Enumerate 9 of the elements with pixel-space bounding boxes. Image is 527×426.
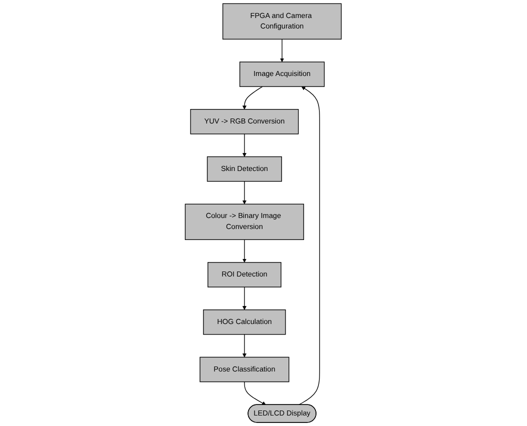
arrow	[242, 134, 247, 157]
arrow	[242, 239, 247, 263]
arrow	[298, 86, 320, 406]
arrow	[244, 381, 266, 405]
arrow	[242, 286, 247, 310]
arrow	[280, 38, 284, 62]
arrow	[242, 334, 247, 358]
arrow	[242, 181, 247, 204]
arrow	[242, 86, 264, 110]
